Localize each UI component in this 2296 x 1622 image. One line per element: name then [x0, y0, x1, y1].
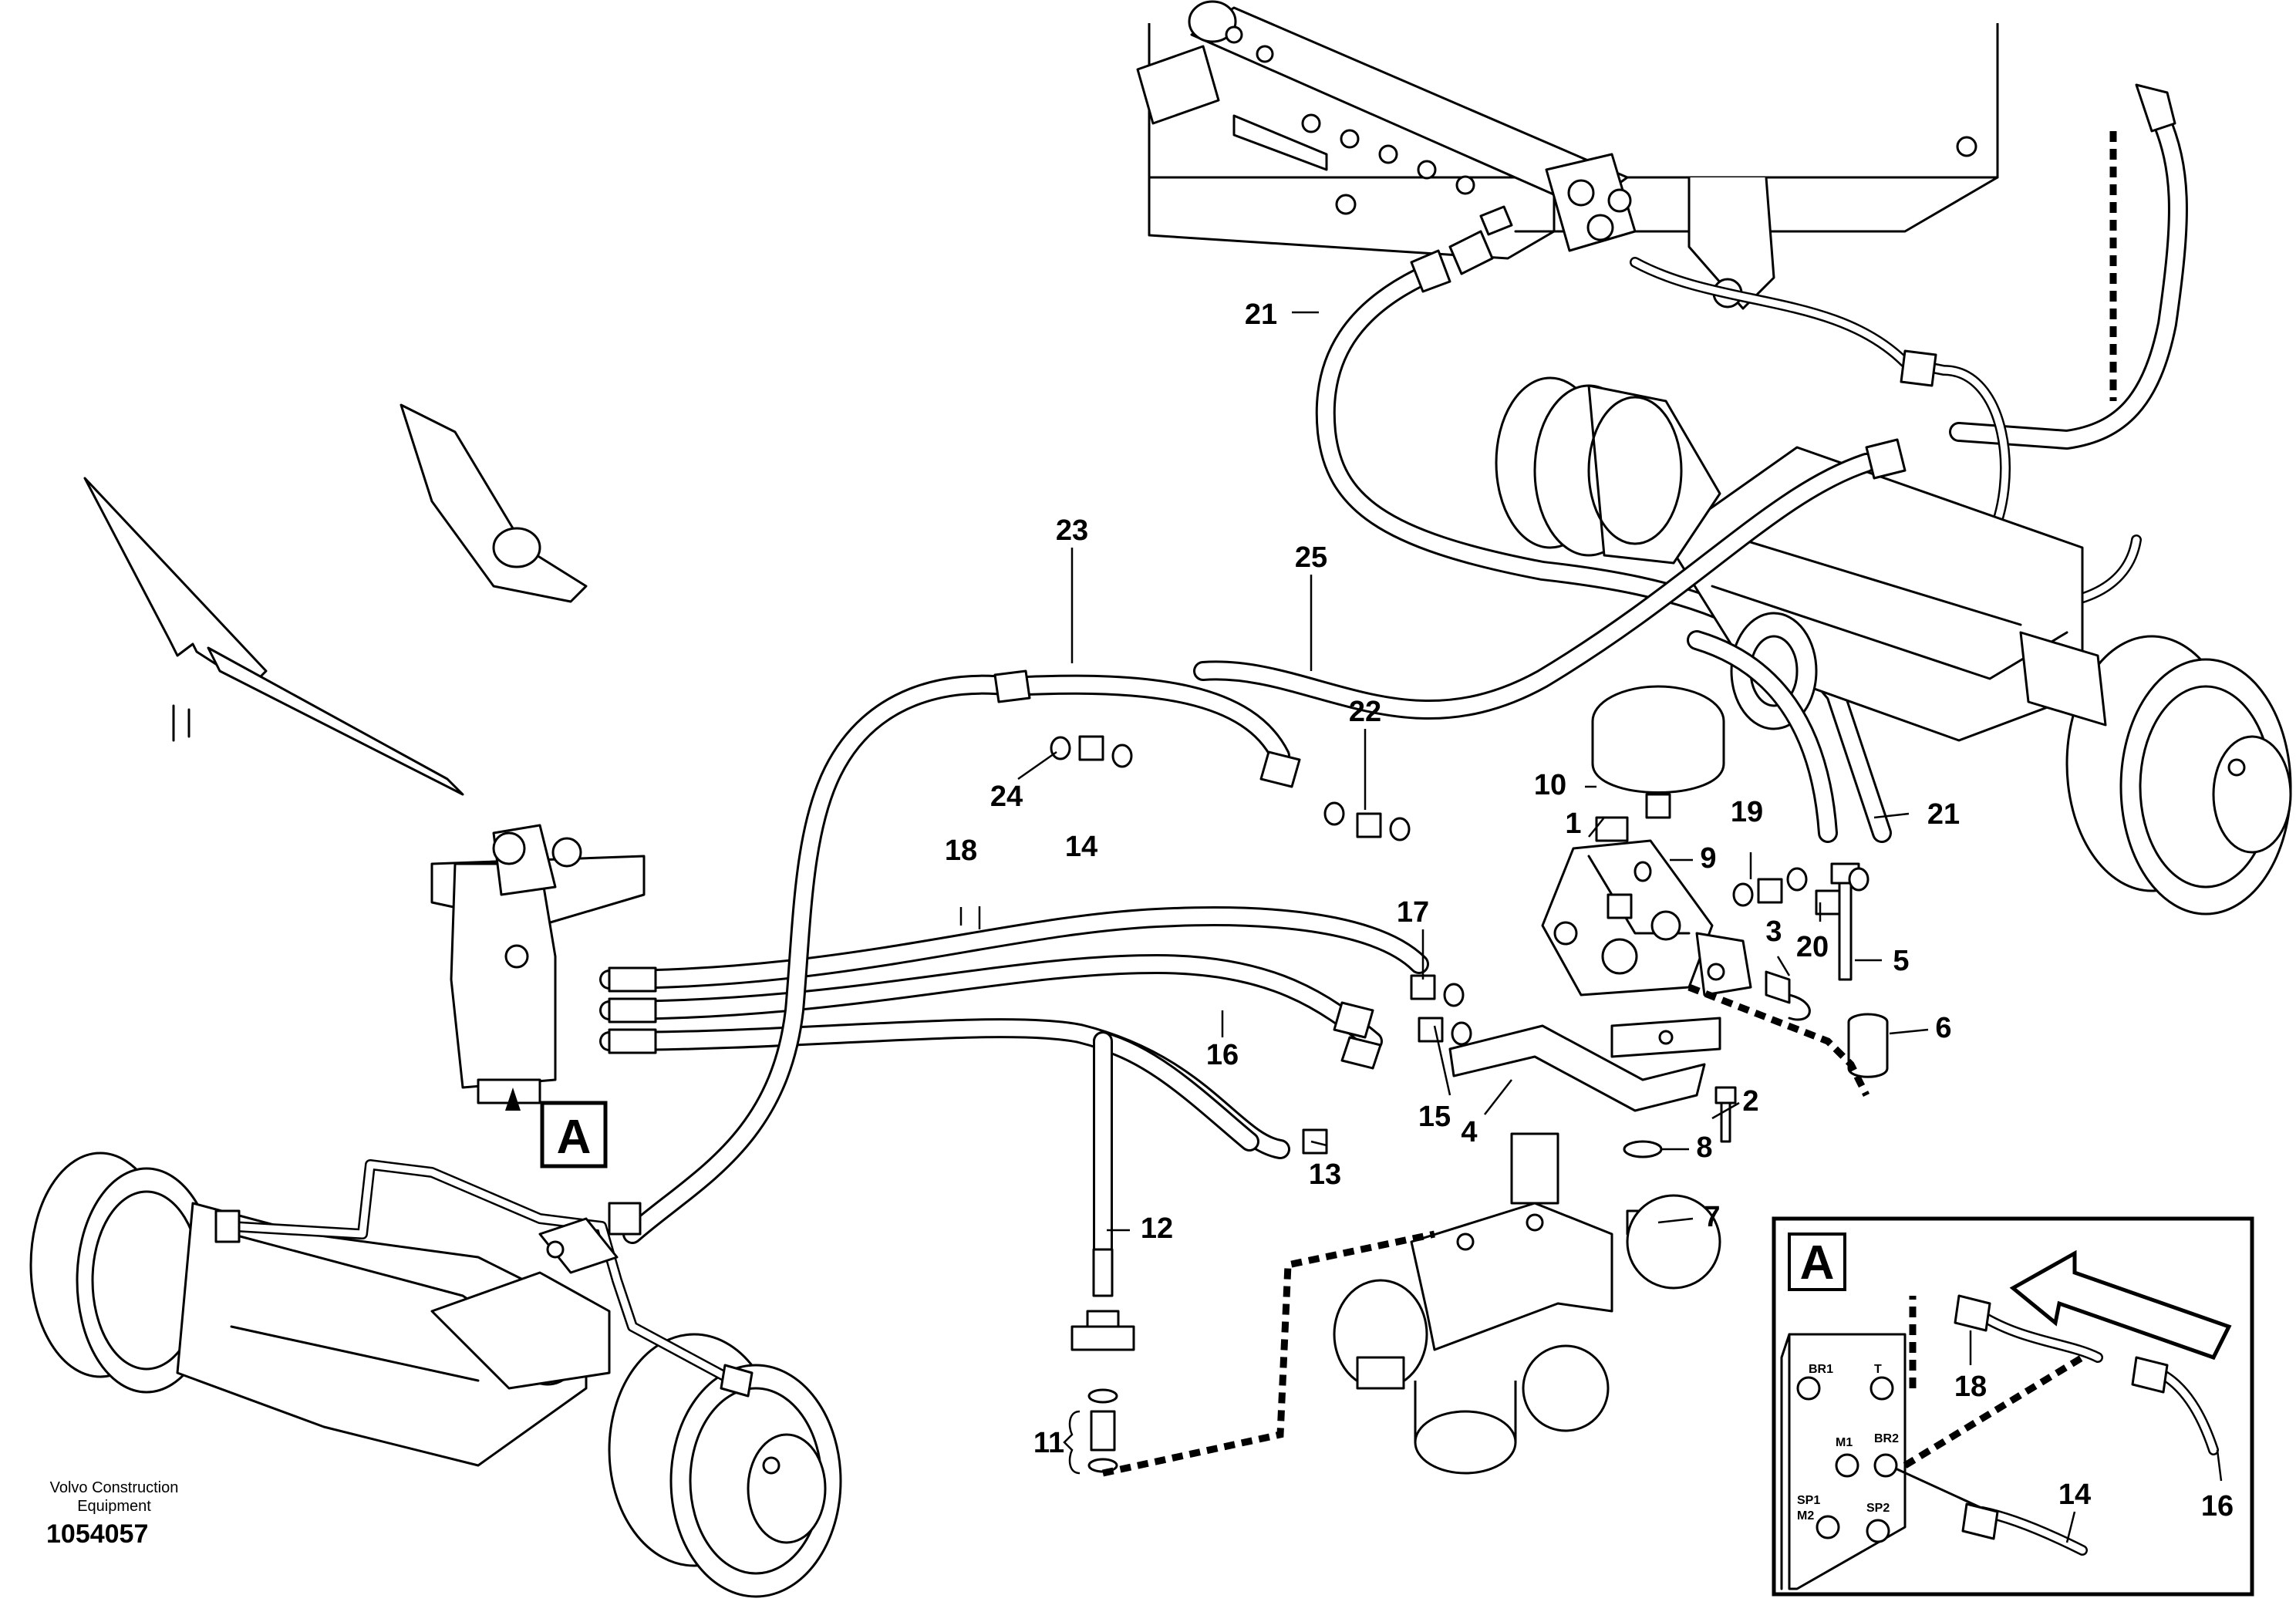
detail-callout-16: 16 — [2201, 1490, 2234, 1523]
callout-11: 11 — [1033, 1427, 1064, 1459]
callout-14: 14 — [1065, 831, 1097, 863]
callout-5: 5 — [1893, 945, 1909, 977]
callout-21-upper: 21 — [1245, 298, 1277, 331]
accumulator-block — [1102, 983, 1870, 1477]
callout-labels: 1 2 3 4 5 6 7 8 9 10 11 12 13 14 15 16 1… — [945, 298, 1960, 1459]
port-br1: BR1 — [1809, 1363, 1833, 1376]
callout-17: 17 — [1397, 896, 1429, 929]
port-t: T — [1874, 1363, 1882, 1376]
port-m1: M1 — [1836, 1436, 1853, 1449]
bolt-and-spacer — [1830, 862, 1889, 1078]
callout-10: 10 — [1534, 769, 1566, 801]
port-sp2: SP2 — [1866, 1502, 1890, 1515]
hoses-23-25 — [622, 438, 1907, 1244]
callout-8: 8 — [1696, 1131, 1712, 1164]
port-sp1: SP1 — [1797, 1494, 1820, 1507]
callout-2: 2 — [1742, 1085, 1758, 1118]
port-br2: BR2 — [1874, 1432, 1899, 1445]
callout-3: 3 — [1765, 916, 1782, 948]
callout-21-lower: 21 — [1927, 798, 1960, 831]
callout-23: 23 — [1056, 514, 1088, 547]
callout-19: 19 — [1731, 796, 1763, 828]
section-marker-a: A — [505, 1088, 608, 1168]
callout-6: 6 — [1935, 1012, 1951, 1044]
hose-12 — [1070, 1031, 1259, 1473]
detail-callout-18: 18 — [1954, 1371, 1987, 1403]
detail-callout-14: 14 — [2058, 1479, 2091, 1511]
callout-22: 22 — [1349, 696, 1381, 728]
callout-7: 7 — [1704, 1201, 1720, 1233]
callout-16: 16 — [1206, 1039, 1239, 1071]
rear-axle — [1495, 376, 2292, 916]
bracket-4 — [1448, 1017, 1721, 1112]
callout-12: 12 — [1141, 1212, 1173, 1245]
detail-a-inset: A BR1 T BR2 M1 SP1 M2 SP2 18 14 16 — [1772, 1216, 2254, 1597]
section-tag-a: A — [557, 1111, 592, 1164]
direction-arrow-icon — [2009, 1249, 2232, 1361]
hose-bundle — [599, 906, 1429, 1159]
accumulator-10 — [1591, 685, 1725, 819]
callout-leaders — [959, 311, 1929, 1475]
hose-21-lower — [1687, 630, 1838, 843]
brake-pedal-assembly — [83, 403, 646, 1104]
cylinder-manifold — [1136, 0, 1637, 252]
callout-25: 25 — [1295, 541, 1327, 574]
callout-13: 13 — [1309, 1158, 1341, 1191]
document-number: 1054057 — [46, 1519, 148, 1549]
port-m2: M2 — [1797, 1509, 1814, 1523]
return-hose-right — [1630, 83, 2188, 612]
callout-9: 9 — [1700, 842, 1716, 875]
callout-18: 18 — [945, 835, 977, 867]
callout-1: 1 — [1565, 808, 1581, 840]
callout-4: 4 — [1461, 1116, 1477, 1148]
detail-tag-a: A — [1800, 1236, 1835, 1290]
callout-24: 24 — [990, 781, 1023, 813]
callout-15: 15 — [1418, 1101, 1451, 1133]
front-axle — [29, 1152, 842, 1598]
callout-20: 20 — [1796, 931, 1829, 963]
